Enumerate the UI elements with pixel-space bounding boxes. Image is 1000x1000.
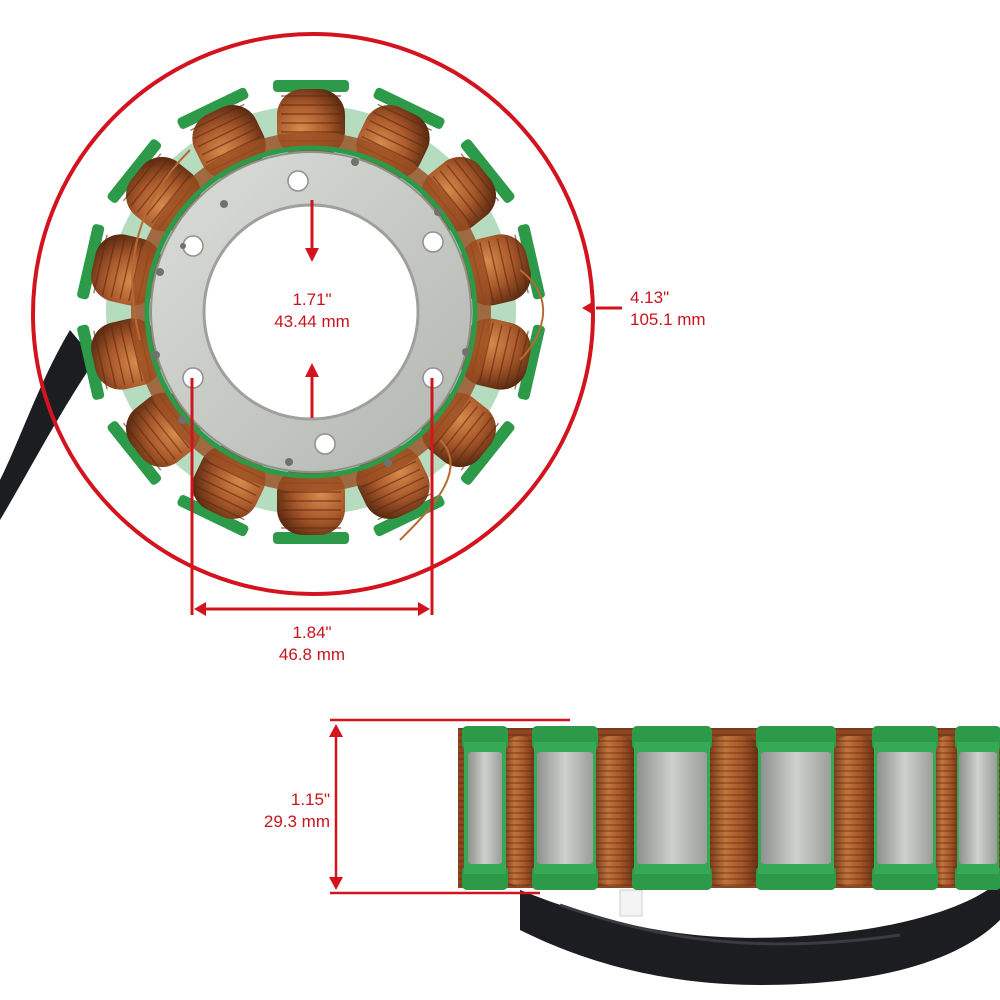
bolt-spacing-inches: 1.84" <box>292 623 332 642</box>
side-pole-module <box>632 726 712 890</box>
side-pole-module <box>955 726 1000 890</box>
outer-diameter-arrow <box>582 301 622 315</box>
side-cable <box>520 880 1000 985</box>
bolt-spacing-dimension <box>190 378 434 616</box>
height-label: 1.15" 29.3 mm <box>220 789 330 833</box>
stator-side-view <box>458 726 1000 985</box>
side-pole-module <box>532 726 598 890</box>
side-pole-module <box>756 726 836 890</box>
outer-diameter-inches: 4.13" <box>630 288 670 307</box>
rivets <box>152 158 470 467</box>
height-inches: 1.15" <box>290 790 330 809</box>
height-dimension <box>329 718 570 895</box>
side-pole-module <box>462 726 508 890</box>
bolt-spacing-label: 1.84" 46.8 mm <box>252 622 372 666</box>
inner-diameter-inches: 1.71" <box>292 290 332 309</box>
outer-diameter-label: 4.13" 105.1 mm <box>630 287 706 331</box>
inner-diameter-mm: 43.44 mm <box>274 312 350 331</box>
stator-top-view <box>0 80 545 544</box>
side-pole-module <box>872 726 938 890</box>
side-coil-row <box>462 726 1000 890</box>
inner-diameter-arrows <box>305 200 319 418</box>
height-mm: 29.3 mm <box>263 812 330 831</box>
outer-diameter-mm: 105.1 mm <box>630 310 706 329</box>
bolt-spacing-mm: 46.8 mm <box>278 645 346 664</box>
inner-diameter-label: 1.71" 43.44 mm <box>252 289 372 333</box>
wire-harness-cable <box>0 330 95 520</box>
bolt-holes <box>182 170 444 455</box>
